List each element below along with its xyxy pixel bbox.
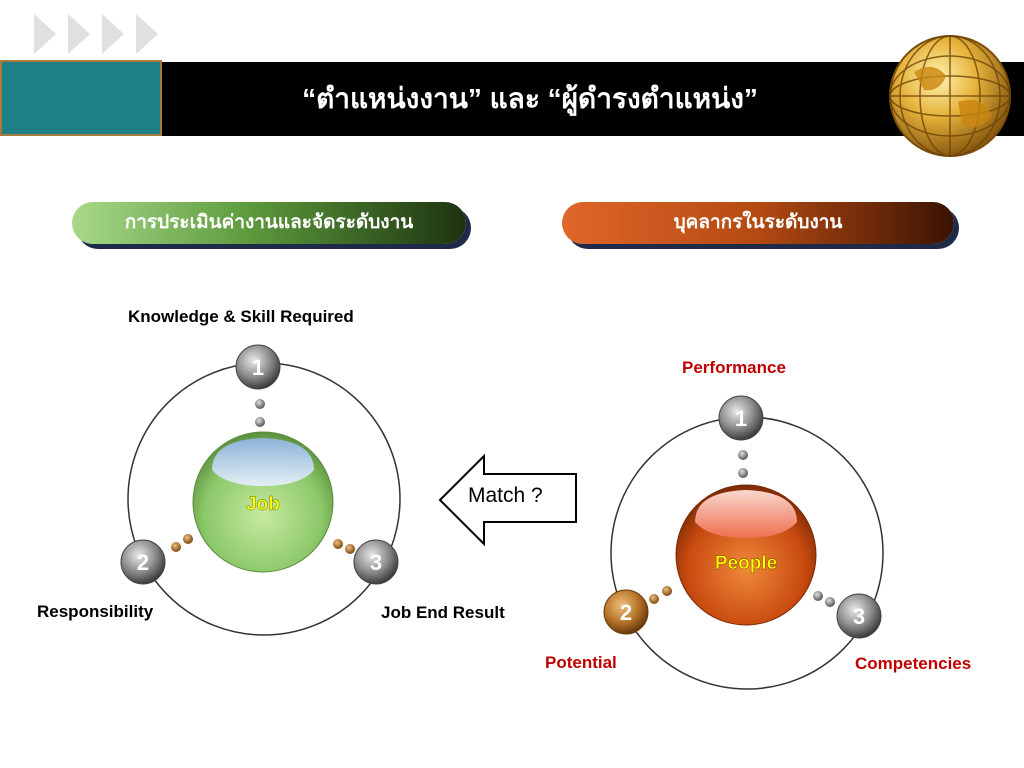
job-highlight xyxy=(212,438,314,486)
people-node-1-number: 1 xyxy=(735,406,747,431)
job-node-2-number: 2 xyxy=(137,550,149,575)
tab-people-level[interactable]: บุคลากรในระดับงาน xyxy=(562,202,954,244)
job-node-1[interactable] xyxy=(235,344,281,390)
people-center-label: People xyxy=(715,553,777,574)
globe-icon xyxy=(889,35,1011,157)
chevron-arrows-icon xyxy=(34,14,158,54)
title-bar xyxy=(0,62,1024,136)
job-node-3-label: Job End Result xyxy=(381,603,505,622)
job-connector-dot xyxy=(171,542,181,552)
job-connector-dot xyxy=(255,417,265,427)
people-node-1[interactable] xyxy=(718,395,764,441)
match-label: Match ? xyxy=(468,484,543,507)
job-node-1-number: 1 xyxy=(252,355,264,380)
slide-title: “ตำแหน่งงาน” และ “ผู้ดำรงตำแหน่ง” xyxy=(302,83,758,114)
people-node-2-number: 2 xyxy=(620,600,632,625)
people-node-2-label: Potential xyxy=(545,653,617,672)
job-node-1-label: Knowledge & Skill Required xyxy=(128,307,354,326)
people-node-3[interactable] xyxy=(836,593,882,639)
job-node-2[interactable] xyxy=(120,539,166,585)
job-center-label: Job xyxy=(246,494,280,515)
job-connector-dot xyxy=(255,399,265,409)
job-connector-dot xyxy=(333,539,343,549)
job-connector-dot xyxy=(183,534,193,544)
people-node-3-number: 3 xyxy=(853,604,865,629)
people-connector-dot xyxy=(738,450,748,460)
left-arrow-icon xyxy=(438,453,577,547)
job-node-2-label: Responsibility xyxy=(37,602,154,621)
people-connector-dot xyxy=(813,591,823,601)
job-connector-dot xyxy=(345,544,355,554)
people-node-3-label: Competencies xyxy=(855,654,972,673)
people-highlight xyxy=(695,490,797,538)
tab-job-evaluation[interactable]: การประเมินค่างานและจัดระดับงาน xyxy=(72,202,466,244)
job-node-3[interactable] xyxy=(353,539,399,585)
people-connector-dot xyxy=(662,586,672,596)
people-connector-dot xyxy=(649,594,659,604)
people-connector-dot xyxy=(825,597,835,607)
people-connector-dot xyxy=(738,468,748,478)
job-node-3-number: 3 xyxy=(370,550,382,575)
people-node-1-label: Performance xyxy=(682,358,786,377)
people-node-2[interactable] xyxy=(603,589,649,635)
accent-box xyxy=(0,60,162,136)
